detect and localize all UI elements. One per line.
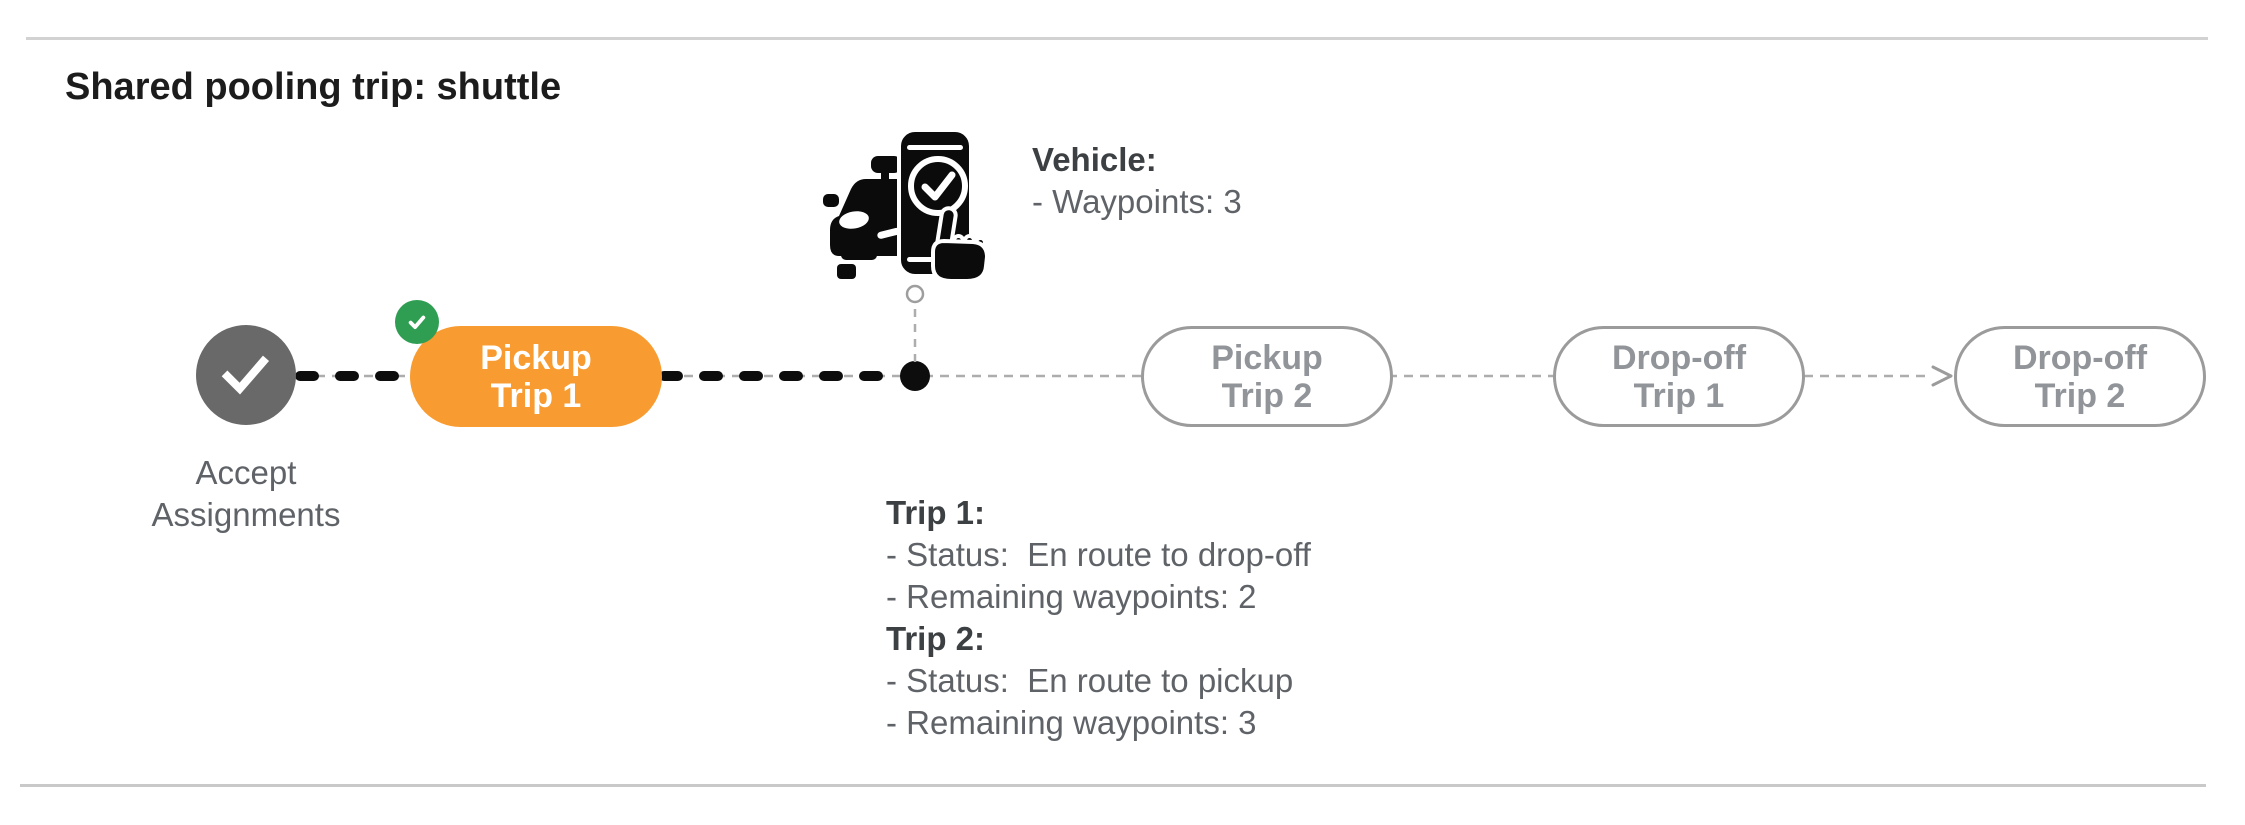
node-pickup-trip-1: Pickup Trip 1 bbox=[410, 326, 662, 427]
vehicle-annotation: Vehicle: - Waypoints: 3 bbox=[1032, 139, 1242, 223]
trip-1-status-line: - Status: En route to drop-off bbox=[886, 536, 1311, 573]
top-divider bbox=[26, 37, 2208, 40]
check-icon bbox=[221, 355, 270, 395]
check-badge-icon bbox=[408, 315, 426, 329]
vehicle-position-dot bbox=[900, 361, 930, 391]
node-pickup-trip-2: Pickup Trip 2 bbox=[1141, 326, 1393, 427]
node-dropoff-trip-2: Drop-off Trip 2 bbox=[1954, 326, 2206, 427]
trip-2-title: Trip 2: bbox=[886, 620, 986, 657]
completed-status-badge bbox=[395, 300, 439, 344]
trip-2-status-line: - Status: En route to pickup bbox=[886, 662, 1294, 699]
pill-label-line2: Trip 1 bbox=[1633, 376, 1725, 415]
trip-2-remaining-line: - Remaining waypoints: 3 bbox=[886, 704, 1257, 741]
accept-assignments-label: Accept Assignments bbox=[151, 454, 341, 533]
arrow-right-icon bbox=[1931, 365, 1953, 387]
node-dropoff-trip-1: Drop-off Trip 1 bbox=[1553, 326, 1805, 427]
pill-label-line1: Pickup bbox=[1211, 338, 1323, 377]
pill-label-line1: Pickup bbox=[480, 338, 592, 377]
trip-1-title: Trip 1: bbox=[886, 494, 986, 531]
vehicle-waypoints-line: - Waypoints: 3 bbox=[1032, 183, 1242, 220]
bottom-divider bbox=[20, 784, 2206, 787]
pill-label-line2: Trip 1 bbox=[490, 376, 582, 415]
pill-label-line1: Drop-off bbox=[2012, 338, 2148, 377]
trip-1-remaining-line: - Remaining waypoints: 2 bbox=[886, 578, 1257, 615]
pill-label-line1: Drop-off bbox=[1611, 338, 1747, 377]
vehicle-leader-circle bbox=[905, 284, 925, 304]
pill-label-line2: Trip 2 bbox=[2034, 376, 2126, 415]
node-accept-assignments bbox=[196, 325, 296, 425]
vehicle-annotation-title: Vehicle: bbox=[1032, 141, 1157, 178]
page-title: Shared pooling trip: shuttle bbox=[65, 66, 562, 108]
robotaxi-phone-check-icon bbox=[823, 128, 990, 283]
pill-label-line2: Trip 2 bbox=[1221, 376, 1313, 415]
trip-status-annotation: Trip 1: - Status: En route to drop-off -… bbox=[886, 492, 1311, 744]
